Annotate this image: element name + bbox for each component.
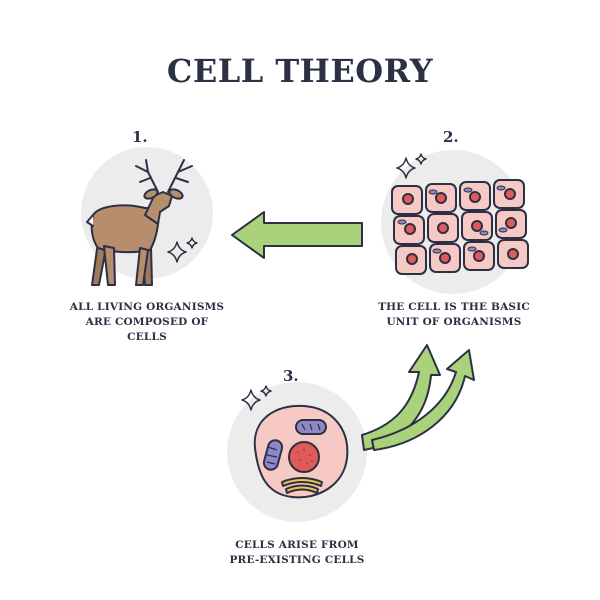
deer-illustration — [86, 159, 193, 286]
caption-line: UNIT OF ORGANISMS — [386, 316, 522, 328]
arrow-left — [231, 211, 363, 259]
caption-line: CELLS — [127, 331, 167, 343]
tissue-cell — [461, 211, 493, 241]
caption-line: PRE-EXISTING CELLS — [229, 554, 365, 566]
step-2-caption: THE CELL IS THE BASIC UNIT OF ORGANISMS — [344, 300, 564, 330]
tissue-cell — [493, 179, 525, 209]
tissue-cell — [495, 209, 527, 239]
diagram-title: CELL THEORY — [166, 52, 434, 90]
caption-line: ARE COMPOSED OF — [85, 316, 209, 328]
step-3-number: 3. — [283, 367, 299, 385]
tissue-cell — [463, 241, 495, 271]
nucleus — [288, 441, 320, 473]
caption-line: THE CELL IS THE BASIC — [378, 301, 530, 313]
single-cell-illustration — [253, 404, 349, 499]
tissue-cell — [427, 213, 459, 243]
tissue-cell — [459, 181, 491, 211]
forked-arrow — [361, 344, 475, 451]
tissue-cell — [425, 183, 457, 213]
tissue-cell — [391, 185, 423, 215]
golgi-apparatus — [281, 477, 323, 494]
sparkle-icon — [241, 385, 272, 411]
sparkle-icon — [167, 237, 198, 263]
tissue-cell — [395, 245, 427, 275]
tissue-cell — [393, 215, 425, 245]
caption-line: ALL LIVING ORGANISMS — [69, 301, 225, 313]
tissue-cell — [429, 243, 461, 273]
cell-tissue-grid — [391, 179, 529, 275]
sparkle-icon — [396, 153, 427, 179]
caption-line: CELLS ARISE FROM — [235, 539, 359, 551]
step-2-number: 2. — [443, 128, 459, 146]
step-1-number: 1. — [132, 128, 148, 146]
tissue-cell — [497, 239, 529, 269]
step-3-caption: CELLS ARISE FROM PRE-EXISTING CELLS — [187, 538, 407, 568]
step-1-caption: ALL LIVING ORGANISMS ARE COMPOSED OF CEL… — [37, 300, 257, 345]
